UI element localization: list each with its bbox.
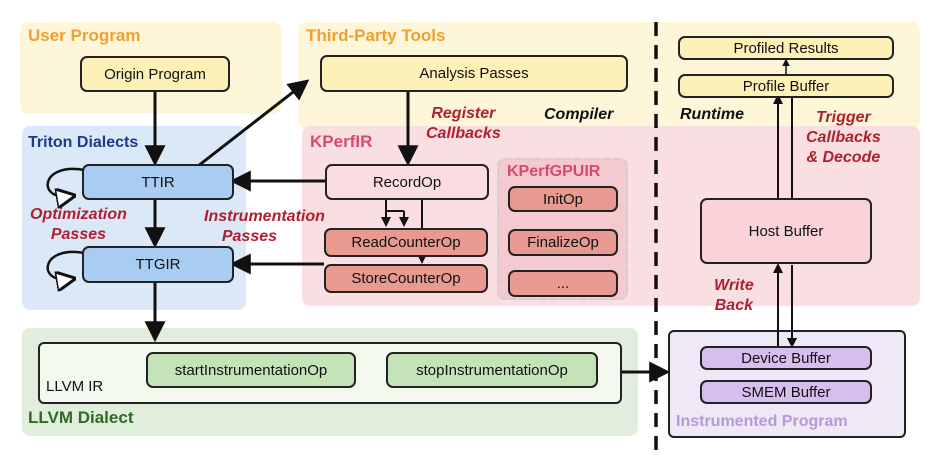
arrow-ttir-analysis [197,79,310,168]
llvm-ir-label: LLVM IR [46,378,104,395]
write-back-label: Write Back [714,277,754,314]
analysis-passes-node: Analysis Passes [320,55,628,92]
finalize-op-node: FinalizeOp [508,229,618,256]
device-buffer-node: Device Buffer [700,346,872,370]
register-callbacks-label: Register Callbacks [426,105,501,142]
instrumented-title: Instrumented Program [676,413,848,430]
ellipsis-node: ... [508,270,618,297]
read-counter-op-node: ReadCounterOp [324,228,488,257]
start-instrumentation-op-node: startInstrumentationOp [146,352,356,388]
runtime-label: Runtime [680,106,744,123]
instrumentation-passes-label: Instrumentation Passes [204,208,325,245]
init-op-node: InitOp [508,186,618,212]
loop-ttgir [46,250,85,280]
ttir-node: TTIR [82,164,234,200]
optimization-passes-label: Optimization Passes [30,206,127,243]
record-op-node: RecordOp [325,164,489,200]
user-program-title: User Program [28,26,141,45]
stop-instrumentation-op-node: stopInstrumentationOp [386,352,598,388]
compiler-label: Compiler [544,106,614,123]
trigger-callbacks-decode-label: Trigger Callbacks & Decode [806,109,881,166]
triton-title: Triton Dialects [28,134,139,151]
loop-ttir [46,167,85,197]
kperfgpuir-title: KPerfGPUIR [507,163,601,180]
profile-buffer-node: Profile Buffer [678,74,894,98]
kperfir-title: KPerfIR [310,132,373,151]
llvm-dialect-title: LLVM Dialect [28,408,134,427]
profiled-results-node: Profiled Results [678,36,894,60]
store-counter-op-node: StoreCounterOp [324,264,488,293]
origin-program-node: Origin Program [80,56,230,92]
host-buffer-node: Host Buffer [700,198,872,264]
ttgir-node: TTGIR [82,246,234,283]
third-party-title: Third-Party Tools [306,26,446,45]
smem-buffer-node: SMEM Buffer [700,380,872,404]
